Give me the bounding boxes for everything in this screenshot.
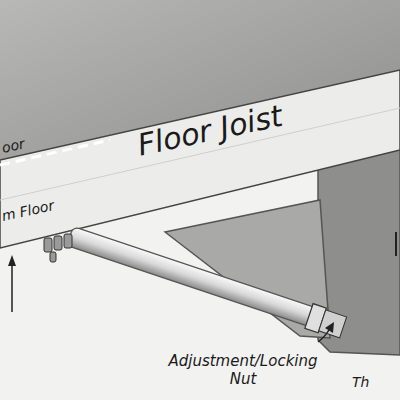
leader-line	[318, 328, 330, 342]
callout-label: Adjustment/Locking Nut	[168, 352, 318, 388]
leader-line	[11, 262, 13, 312]
bolts	[44, 234, 72, 262]
brace-rod	[66, 224, 347, 340]
cropped-label: Th	[352, 374, 369, 390]
leader-arrow	[8, 255, 16, 266]
cropped-mark	[395, 232, 397, 256]
leader-arrow	[325, 322, 334, 333]
floor-joist	[0, 70, 400, 248]
